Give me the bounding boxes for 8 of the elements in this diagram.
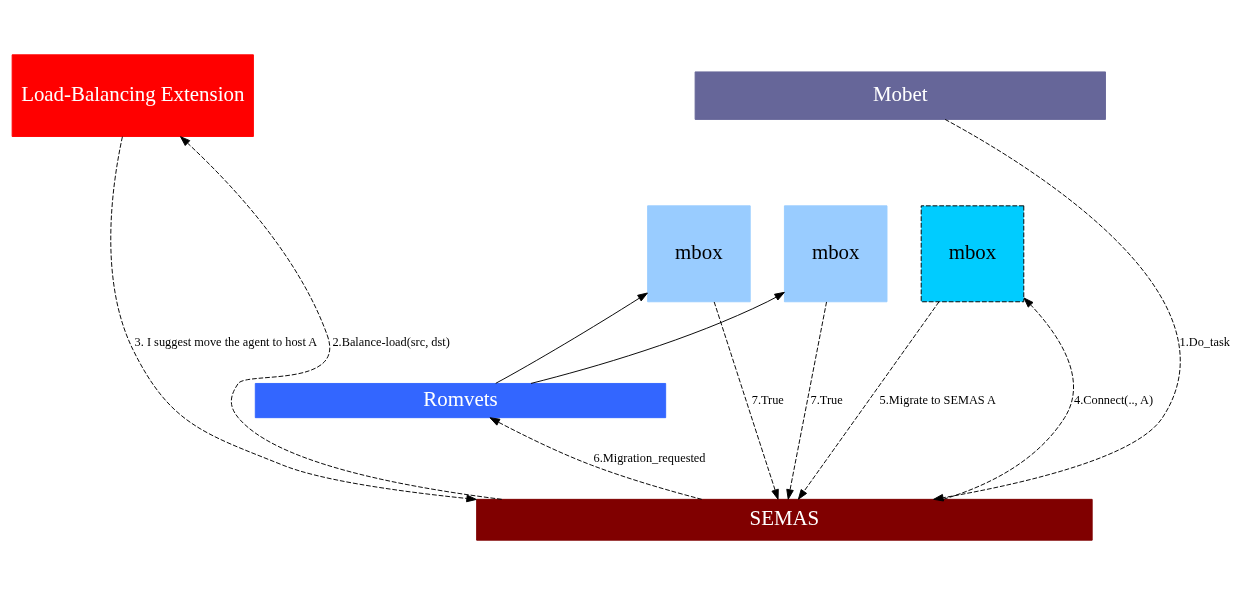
edge-label: 6.Migration_requested (593, 450, 706, 465)
edge-label: 7.True (810, 392, 843, 407)
edge-label: 7.True (751, 392, 784, 407)
edge-label: 3. I suggest move the agent to host A (134, 334, 318, 349)
edge-label: 4.Connect(.., A) (1074, 392, 1154, 407)
edge-label: 1.Do_task (1179, 334, 1230, 349)
edge-label: 5.Migrate to SEMAS A (879, 392, 997, 407)
edge-label: 2.Balance-load(src, dst) (332, 334, 450, 349)
